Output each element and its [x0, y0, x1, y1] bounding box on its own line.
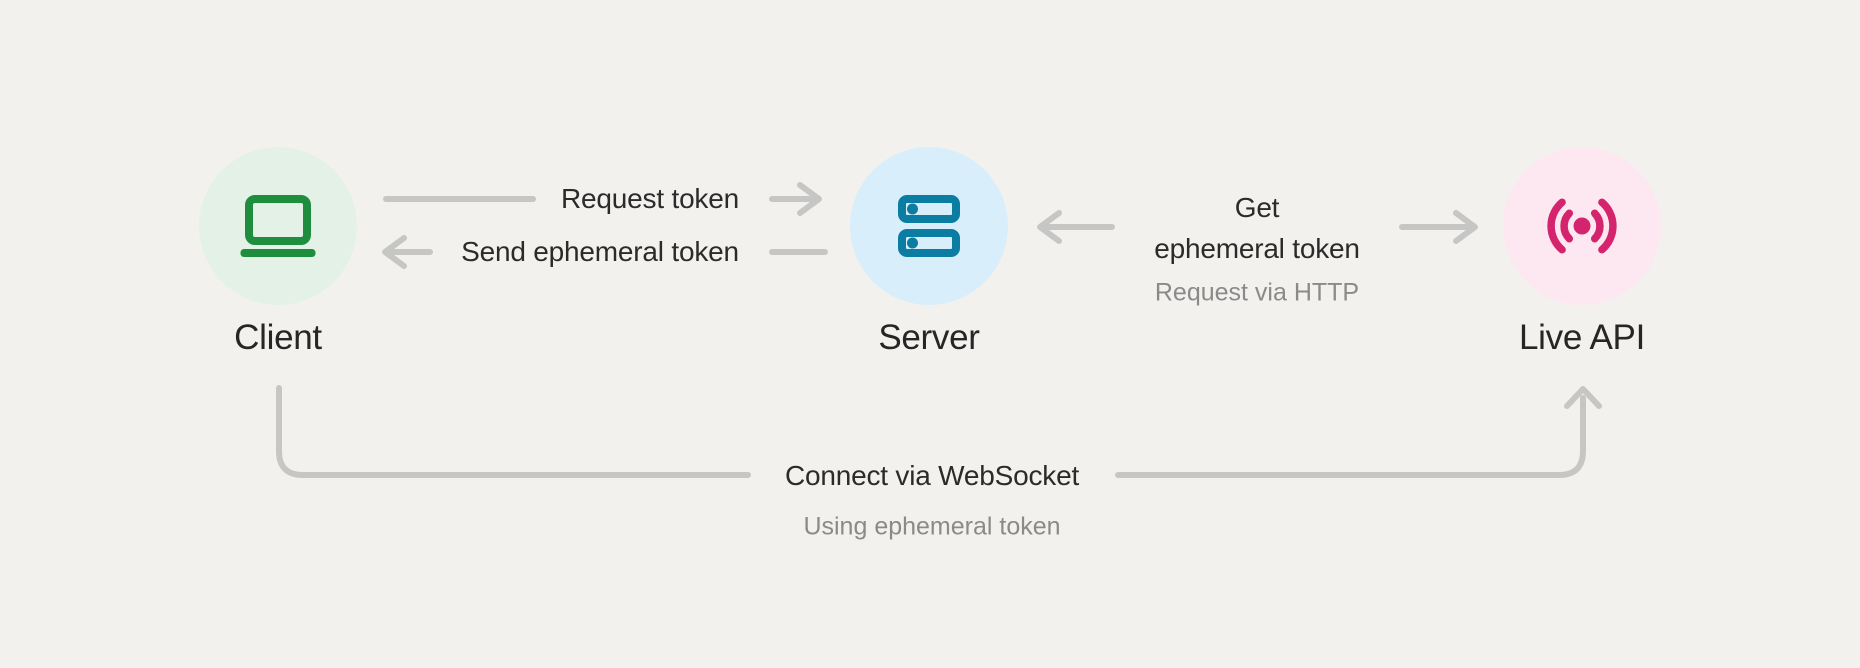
websocket-path-left	[276, 385, 751, 478]
client-label: Client	[234, 318, 322, 357]
using-ephemeral-token-sublabel: Using ephemeral token	[803, 512, 1061, 541]
live-broadcast-icon	[1547, 198, 1617, 254]
send-ephemeral-token-label: Send ephemeral token	[461, 236, 739, 267]
server-rack-icon	[898, 195, 960, 257]
websocket-path-right	[1115, 386, 1602, 478]
request-via-http-sublabel: Request via HTTP	[1154, 278, 1360, 307]
get-token-left-arrow	[1037, 210, 1115, 244]
request-token-arrow	[769, 182, 822, 216]
laptop-icon	[240, 195, 316, 257]
get-ephemeral-token-label-line1: Get	[1234, 192, 1280, 223]
request-token-label: Request token	[561, 183, 739, 214]
server-node	[850, 147, 1008, 305]
server-label: Server	[878, 318, 980, 357]
get-token-right-arrow	[1399, 210, 1478, 244]
get-ephemeral-token-label-line2: ephemeral token	[1154, 233, 1360, 264]
client-node	[199, 147, 357, 305]
send-token-arrow	[382, 235, 433, 269]
live-api-node	[1503, 147, 1661, 305]
get-ephemeral-token-label: Get ephemeral token	[1154, 187, 1360, 269]
connect-websocket-label: Connect via WebSocket	[784, 460, 1080, 491]
live-api-label: Live API	[1518, 318, 1646, 357]
